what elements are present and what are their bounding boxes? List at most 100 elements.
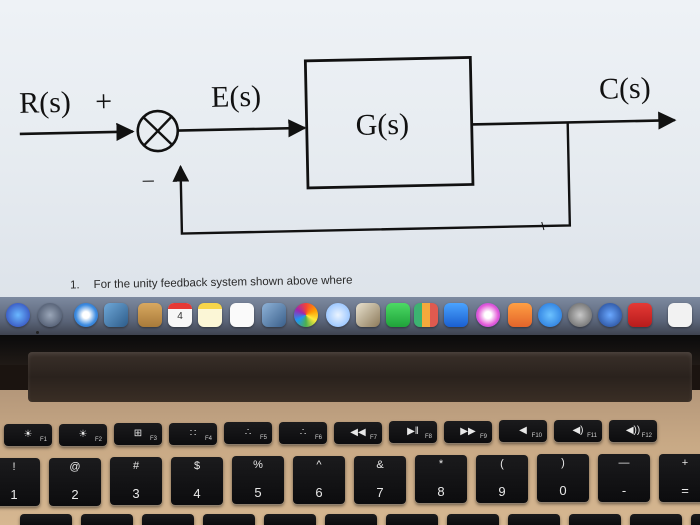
- number-key-11[interactable]: +=: [659, 454, 700, 502]
- function-key-f7[interactable]: ◀◀F7: [334, 422, 382, 444]
- laptop-screen: R(s) + E(s) G(s) C(s) – 1.For the unity …: [0, 0, 700, 300]
- function-key-f2[interactable]: ☀ F2: [59, 424, 107, 446]
- bottom-row-key[interactable]: [386, 514, 438, 525]
- number-key-4[interactable]: %5: [232, 456, 284, 504]
- feedback-tick: [541, 221, 545, 231]
- number-key-2[interactable]: #3: [110, 457, 162, 505]
- number-key-digit: 4: [193, 486, 201, 501]
- app-store-icon[interactable]: [538, 303, 562, 327]
- number-key-digit: 3: [132, 486, 140, 501]
- function-key-f6[interactable]: ∴ F6: [279, 422, 327, 444]
- acrobat-icon[interactable]: [628, 303, 652, 327]
- function-key-f12[interactable]: ◀))F12: [609, 420, 657, 442]
- bottom-row-key[interactable]: [569, 514, 621, 525]
- function-key-f9[interactable]: ▶▶F9: [444, 421, 492, 443]
- bottom-row-key[interactable]: [203, 514, 255, 525]
- number-key-symbol: ): [561, 457, 565, 469]
- preview-icon[interactable]: [262, 303, 286, 327]
- calendar-header: [168, 303, 192, 309]
- numbers-icon[interactable]: [414, 303, 438, 327]
- function-key-label: F3: [149, 436, 157, 442]
- bottom-row-key[interactable]: [691, 514, 700, 525]
- bottom-row-key[interactable]: [630, 514, 682, 525]
- function-key-f3[interactable]: ⊞ F3: [114, 423, 162, 445]
- number-key-9[interactable]: )0: [537, 454, 589, 502]
- function-key-glyph: ⊞: [133, 428, 143, 439]
- bottom-row-key[interactable]: [20, 514, 72, 525]
- keyboard-deck: [0, 390, 700, 525]
- function-key-label: F4: [204, 436, 212, 442]
- number-key-digit: 8: [437, 484, 445, 499]
- number-key-symbol: @: [69, 461, 81, 473]
- output-label: C(s): [599, 72, 651, 106]
- siri-icon[interactable]: [6, 303, 30, 327]
- function-key-glyph: ☀: [78, 429, 88, 440]
- function-key-label: F9: [479, 434, 487, 440]
- launchpad-icon[interactable]: [38, 303, 62, 327]
- number-key-digit: 6: [315, 485, 323, 500]
- document-icon[interactable]: [668, 303, 692, 327]
- calendar-icon[interactable]: 4: [168, 303, 192, 327]
- function-key-f5[interactable]: ∴F5: [224, 422, 272, 444]
- bottom-row-key[interactable]: [81, 514, 133, 525]
- bottom-row-key[interactable]: [447, 514, 499, 525]
- number-key-symbol: —: [618, 457, 630, 469]
- number-key-10[interactable]: —-: [598, 454, 650, 502]
- plant-label: G(s): [355, 108, 409, 142]
- number-key-3[interactable]: $4: [171, 457, 223, 505]
- function-key-glyph: ∷: [189, 428, 197, 439]
- number-key-digit: =: [681, 483, 689, 498]
- bottom-row-key[interactable]: [508, 514, 560, 525]
- function-key-label: F6: [314, 435, 322, 441]
- question-body: For the unity feedback system shown abov…: [93, 274, 353, 292]
- number-key-6[interactable]: &7: [354, 456, 406, 504]
- number-key-0[interactable]: !1: [0, 458, 40, 506]
- system-preferences-icon[interactable]: [568, 303, 592, 327]
- function-key-glyph: ∴: [244, 427, 252, 438]
- function-key-f8[interactable]: ▶‖ F8: [389, 421, 437, 443]
- function-key-label: F10: [531, 433, 542, 439]
- books-icon[interactable]: [508, 303, 532, 327]
- safari-icon[interactable]: [74, 303, 98, 327]
- function-key-f4[interactable]: ∷ F4: [169, 423, 217, 445]
- photos-icon[interactable]: [294, 303, 318, 327]
- facetime-icon[interactable]: [386, 303, 410, 327]
- function-key-f11[interactable]: ◀)F11: [554, 420, 602, 442]
- error-label: E(s): [211, 80, 262, 114]
- number-key-symbol: $: [193, 460, 201, 472]
- function-key-f1[interactable]: ☀ F1: [4, 424, 52, 446]
- function-key-glyph: ∴: [299, 427, 307, 438]
- function-key-label: F1: [39, 437, 47, 443]
- error-arrow: [177, 119, 307, 138]
- pencil-app-icon[interactable]: [356, 303, 380, 327]
- calendar-day: 4: [177, 311, 183, 322]
- function-key-label: F12: [641, 433, 652, 439]
- number-key-1[interactable]: @2: [49, 458, 101, 506]
- keynote-icon[interactable]: [444, 303, 468, 327]
- question-text: 1.For the unity feedback system shown ab…: [70, 275, 353, 292]
- number-key-symbol: !: [12, 461, 16, 473]
- function-key-glyph: ☀: [23, 429, 33, 440]
- function-key-glyph: ◀)): [625, 425, 641, 436]
- bottom-row-key[interactable]: [142, 514, 194, 525]
- notes-icon[interactable]: [198, 303, 222, 327]
- itunes-icon[interactable]: [476, 303, 500, 327]
- plant-block: [303, 56, 475, 190]
- bottom-row-key[interactable]: [264, 514, 316, 525]
- function-key-f10[interactable]: ◀F10: [499, 420, 547, 442]
- number-key-digit: 0: [559, 483, 567, 498]
- function-key-glyph: ▶‖: [407, 426, 419, 437]
- messages-icon[interactable]: [326, 303, 350, 327]
- number-key-7[interactable]: *8: [415, 455, 467, 503]
- number-key-8[interactable]: (9: [476, 455, 528, 503]
- number-key-5[interactable]: ^6: [293, 456, 345, 504]
- output-arrow: [471, 111, 677, 130]
- quicktime-icon[interactable]: [598, 303, 622, 327]
- bottom-row-key[interactable]: [325, 514, 377, 525]
- reminders-icon[interactable]: [230, 303, 254, 327]
- function-key-label: F8: [424, 434, 432, 440]
- contacts-icon[interactable]: [138, 303, 162, 327]
- function-key-label: F2: [94, 437, 102, 443]
- function-key-label: F11: [587, 433, 597, 439]
- photo-app-icon[interactable]: [104, 303, 128, 327]
